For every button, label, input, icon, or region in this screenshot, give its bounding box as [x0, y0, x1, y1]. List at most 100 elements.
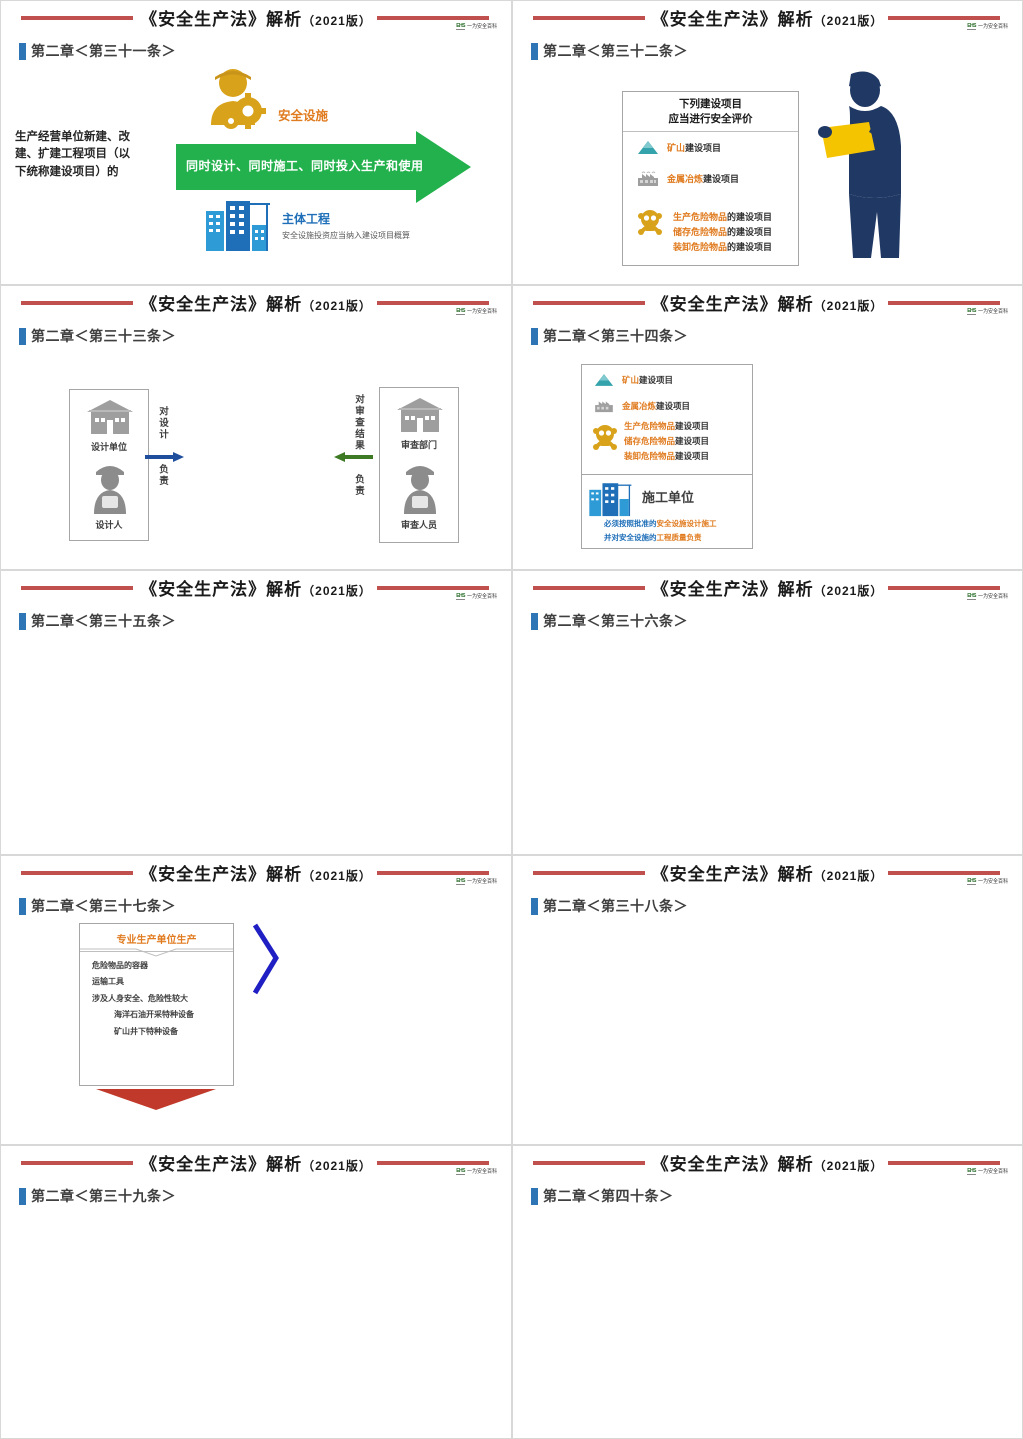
chapter-label: 第二章＜第三十五条＞ [19, 611, 176, 631]
chevron-right-icon [252, 923, 279, 995]
chapter-text: 第二章＜第三十一条＞ [31, 43, 176, 59]
header-title: 《安全生产法》解析（2021版） [651, 1155, 884, 1174]
construction-unit-title: 施工单位 [642, 490, 695, 505]
chapter-text: 第二章＜第三十二条＞ [543, 43, 688, 59]
chapter-label: 第二章＜第三十一条＞ [19, 41, 176, 61]
chapter-accent-bar [531, 1187, 538, 1205]
chapter-accent-bar [19, 1187, 26, 1205]
chapter-accent-bar [19, 897, 26, 915]
chapter-text: 第二章＜第三十九条＞ [31, 1188, 176, 1204]
design-responsibility-label2: 负责 [157, 464, 168, 487]
project-types-box: 矿山建设项目 金属冶炼建设项目 生产危险物品建设项目 储存危险物品建设项目 装卸… [581, 364, 753, 474]
list-item: 装卸危险物品的建设项目 [673, 241, 773, 252]
header-title: 《安全生产法》解析（2021版） [140, 1155, 372, 1174]
chapter-text: 第二章＜第三十四条＞ [543, 328, 688, 344]
hazard-items: 生产危险物品建设项目 储存危险物品建设项目 装卸危险物品建设项目 [624, 419, 709, 464]
header-rule-left [21, 16, 133, 20]
chapter-label: 第二章＜第三十四条＞ [531, 326, 688, 346]
chapter-label: 第二章＜第三十三条＞ [19, 326, 176, 346]
product-list: 危险物品的容器 运输工具 涉及人身安全、危险性较大 海洋石油开采特种设备 矿山井… [92, 958, 194, 1040]
hazard-items: 生产危险物品的建设项目 储存危险物品的建设项目 装卸危险物品的建设项目 [673, 210, 772, 255]
header-title: 《安全生产法》解析（2021版） [140, 10, 372, 29]
chapter-label: 第二章＜第三十八条＞ [531, 896, 688, 916]
header-title: 《安全生产法》解析（2021版） [140, 580, 372, 599]
mountain-icon [594, 374, 614, 386]
person-helmet-icon [404, 466, 436, 514]
header-rule-left [533, 586, 645, 590]
building-icon [87, 400, 133, 434]
chapter-accent-bar [531, 612, 538, 630]
chapter-accent-bar [19, 42, 26, 60]
header-rule-left [21, 871, 133, 875]
list-item: 危险物品的容器 [92, 961, 148, 970]
review-dept-label: 审查部门 [400, 440, 437, 450]
mountain-icon [638, 141, 658, 154]
arrow-label: 同时设计、同时施工、同时投入生产和使用 [186, 159, 424, 173]
factory-icon [638, 171, 658, 186]
header-rule-right [377, 586, 489, 590]
header-rule-left [533, 301, 645, 305]
worker-gear-icon [211, 69, 266, 129]
chapter-text: 第二章＜第三十三条＞ [31, 328, 176, 344]
article-31-lead-text: 生产经营单位新建、改建、扩建工程项目（以下统称建设项目）的 [15, 131, 130, 178]
skull-crossbones-icon [593, 425, 617, 450]
header-rule-left [533, 1161, 645, 1165]
chapter-text: 第二章＜第三十八条＞ [543, 898, 688, 914]
chapter-text: 第二章＜第三十六条＞ [543, 613, 688, 629]
header-rule-right [377, 871, 489, 875]
header-title: 《安全生产法》解析（2021版） [651, 580, 884, 599]
design-responsibility-label: 对设计 [157, 406, 168, 441]
header-rule-right [377, 301, 489, 305]
chapter-accent-bar [531, 42, 538, 60]
header-rule-left [533, 871, 645, 875]
budget-note: 安全设施投资应当纳入建设项目概算 [282, 231, 410, 240]
blue-right-arrow-icon [145, 452, 184, 462]
header-rule-right [888, 16, 1000, 20]
chapter-text: 第二章＜第三十七条＞ [31, 898, 176, 914]
chapter-accent-bar [19, 327, 26, 345]
notch-divider-icon [80, 948, 233, 957]
header-title: 《安全生产法》解析（2021版） [651, 295, 884, 314]
header-title: 《安全生产法》解析（2021版） [140, 865, 372, 884]
review-result-label: 对审查结果 [353, 394, 364, 452]
buildings-crane-icon [589, 483, 632, 517]
down-arrow-icon [96, 1089, 216, 1110]
construction-unit-box: 施工单位 必须按照批准的安全设施设计施工 并对安全设施的工程质量负责 [581, 474, 753, 549]
chapter-text: 第二章＜第三十五条＞ [31, 613, 176, 629]
header-title: 《安全生产法》解析（2021版） [651, 10, 884, 29]
list-item: 储存危险物品建设项目 [624, 435, 710, 446]
reviewer-label: 审查人员 [400, 520, 437, 530]
green-left-arrow-icon [334, 452, 373, 462]
list-item: 运输工具 [92, 977, 124, 987]
header-rule-left [21, 301, 133, 305]
header-rule-right [888, 1161, 1000, 1165]
factory-icon [595, 401, 613, 413]
building-icon [397, 398, 443, 432]
buildings-crane-icon [206, 201, 270, 251]
list-item: 生产危险物品建设项目 [624, 421, 710, 431]
header-rule-right [377, 16, 489, 20]
